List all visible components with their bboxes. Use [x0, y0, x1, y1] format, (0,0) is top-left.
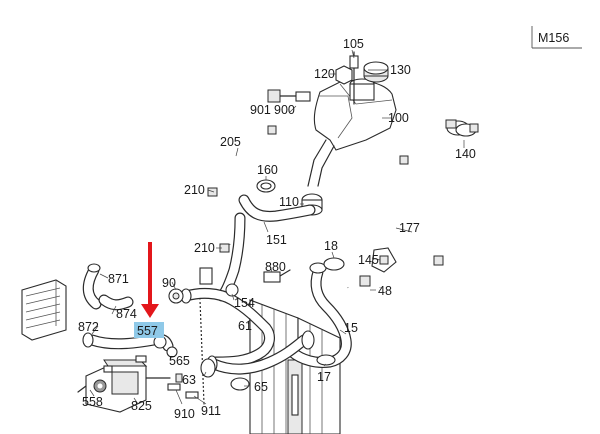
- part-label-151[interactable]: 151: [266, 233, 287, 247]
- part-label-910[interactable]: 910: [174, 407, 195, 421]
- part-label-100[interactable]: 100: [388, 111, 409, 125]
- fitting-90: [168, 288, 184, 304]
- part-label-65[interactable]: 65: [254, 380, 268, 394]
- part-label-871[interactable]: 871: [108, 272, 129, 286]
- hose-61: [180, 287, 275, 368]
- clamp-160: [256, 179, 276, 193]
- part-label-145[interactable]: 145: [358, 253, 379, 267]
- fitting-154: [199, 267, 239, 297]
- bleed-screw: [267, 89, 311, 103]
- engine-code-box: M156: [531, 26, 582, 49]
- part-label-140[interactable]: 140: [455, 147, 476, 161]
- corrugated-hose: [196, 299, 208, 405]
- part-label-110[interactable]: 110: [279, 195, 299, 209]
- clamp-63: [200, 358, 216, 378]
- part-label-61[interactable]: 61: [238, 319, 252, 333]
- hose-557: [82, 332, 178, 358]
- part-label-120[interactable]: 120: [314, 67, 335, 81]
- part-label-901[interactable]: 901: [250, 103, 271, 117]
- tank-vent-line: [207, 125, 277, 253]
- part-label-48[interactable]: 48: [378, 284, 392, 298]
- hose-871: [82, 263, 102, 310]
- bolts-910-911: [167, 373, 199, 399]
- part-label-205[interactable]: 205: [220, 135, 241, 149]
- part-label-130[interactable]: 130: [390, 63, 411, 77]
- part-label-557[interactable]: 557: [137, 324, 158, 338]
- part-label-154[interactable]: 154: [234, 296, 255, 310]
- hose-874: [98, 294, 134, 311]
- part-label-874[interactable]: 874: [116, 307, 137, 321]
- part-label-160[interactable]: 160: [257, 163, 278, 177]
- highlight-arrow: [141, 242, 159, 318]
- radiator: [249, 299, 341, 434]
- electric-pump: [77, 355, 171, 413]
- leader-lines: [89, 49, 465, 405]
- oil-cooler: [21, 279, 67, 341]
- part-labels: 105 120 130 901 900 100 140 205 160 210 …: [78, 37, 476, 421]
- part-label-105[interactable]: 105: [343, 37, 364, 51]
- part-label-911[interactable]: 911: [201, 404, 221, 418]
- clamp-18: [323, 257, 345, 271]
- part-label-17[interactable]: 17: [317, 370, 331, 384]
- clamp-17: [316, 354, 336, 366]
- part-label-210-upper[interactable]: 210: [184, 183, 205, 197]
- cap: [363, 61, 389, 83]
- part-label-210-lower[interactable]: 210: [194, 241, 215, 255]
- part-label-18[interactable]: 18: [324, 239, 338, 253]
- part-label-90[interactable]: 90: [162, 276, 176, 290]
- nut: [335, 65, 353, 85]
- engine-code-label: M156: [538, 31, 569, 45]
- clamp-65: [230, 377, 250, 391]
- vent-line: [353, 155, 444, 266]
- clamp: [445, 119, 479, 137]
- part-label-900[interactable]: 900: [274, 103, 295, 117]
- part-label-15[interactable]: 15: [344, 321, 358, 335]
- hose-151: [216, 194, 316, 302]
- part-label-558[interactable]: 558: [82, 395, 103, 409]
- part-label-825[interactable]: 825: [131, 399, 152, 413]
- part-label-63[interactable]: 63: [182, 373, 196, 387]
- expansion-tank: [307, 78, 397, 187]
- highlight-box: [134, 322, 164, 338]
- level-sensor: [349, 51, 359, 105]
- part-label-565[interactable]: 565: [169, 354, 190, 368]
- bracket-145: [371, 247, 397, 273]
- part-label-872[interactable]: 872: [78, 320, 99, 334]
- part-label-177[interactable]: 177: [399, 221, 420, 235]
- part-label-880[interactable]: 880: [265, 260, 286, 274]
- clip-48: [346, 275, 382, 301]
